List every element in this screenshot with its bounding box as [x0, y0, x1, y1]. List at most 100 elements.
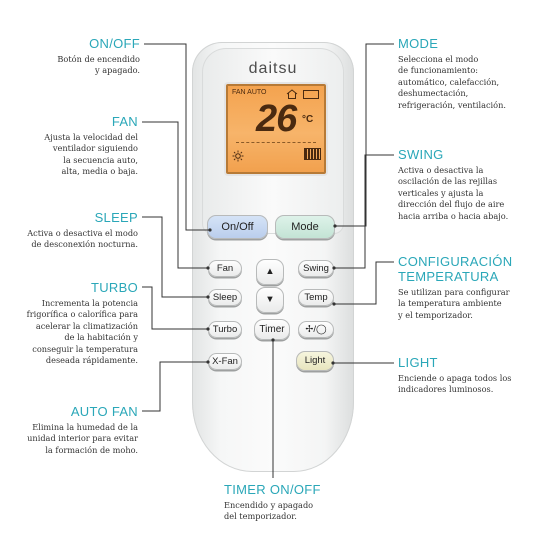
- callout-line: indicadores luminosos.: [398, 384, 494, 395]
- on-off-button[interactable]: On/Off: [207, 215, 268, 239]
- callout-line: Activa o desactiva la: [398, 165, 484, 175]
- callout-description: Activa o desactiva la oscilación de las …: [398, 165, 538, 222]
- mode-button[interactable]: Mode: [275, 215, 335, 239]
- timer-button[interactable]: Timer: [254, 319, 290, 340]
- battery-icon: [304, 148, 321, 160]
- sleep-button[interactable]: Sleep: [208, 289, 242, 306]
- callout-mode: MODE Selecciona el modo de funcionamient…: [398, 36, 538, 111]
- callout-line: del temporizador.: [224, 511, 297, 522]
- brand-logo: daitsu: [248, 60, 298, 77]
- callout-line: de desconexión nocturna.: [31, 239, 138, 250]
- callout-line: Ajusta la velocidad del: [44, 132, 138, 142]
- fan-light-icon: ✢/◯: [305, 324, 327, 335]
- turbo-button[interactable]: Turbo: [208, 321, 242, 338]
- button-label: Turbo: [212, 324, 238, 335]
- arrow-down-icon: ▼: [265, 294, 275, 305]
- callout-title: FAN: [111, 114, 138, 129]
- x-fan-button[interactable]: X-Fan: [208, 353, 242, 370]
- callout-title: AUTO FAN: [70, 404, 138, 419]
- callout-line: acelerar la climatización: [35, 320, 138, 331]
- callout-line: oscilación de las rejillas: [398, 176, 498, 187]
- callout-fan: FAN Ajusta la velocidad del ventilador s…: [20, 114, 138, 178]
- callout-line: refrigeración, ventilación.: [398, 99, 506, 110]
- leader-auto-fan: [142, 361, 208, 412]
- callout-line: frigorífica o calorífica para: [26, 309, 138, 320]
- callout-description: Incrementa la potencia frigorífica o cal…: [10, 298, 138, 366]
- callout-description: Encendido y apagado del temporizador.: [224, 500, 364, 523]
- callout-description: Elimina la humedad de la unidad interior…: [10, 422, 138, 456]
- callout-line: y apagado.: [95, 65, 140, 76]
- callout-turbo: TURBO Incrementa la potencia frigorífica…: [10, 280, 138, 366]
- callout-light: LIGHT Enciende o apaga todos los indicad…: [398, 355, 538, 396]
- callout-title: CONFIGURACIÓN: [398, 254, 513, 269]
- callout-line: deshumectación,: [398, 88, 469, 99]
- leader-sleep: [142, 216, 208, 298]
- callout-description: Activa o desactiva el modo de desconexió…: [8, 228, 138, 251]
- callout-description: Ajusta la velocidad del ventilador sigui…: [20, 132, 138, 178]
- leader-fan: [142, 121, 208, 269]
- callout-title: ON/OFF: [89, 36, 140, 51]
- button-label: X-Fan: [212, 356, 238, 367]
- leader-on-off: [144, 43, 210, 231]
- house-icon: [286, 89, 298, 99]
- timer-box-icon: [303, 90, 319, 99]
- callout-line: la formación de moho.: [45, 444, 138, 455]
- callout-sleep: SLEEP Activa o desactiva el modo de desc…: [8, 210, 138, 251]
- callout-line: Elimina la humedad de la: [32, 422, 138, 432]
- callout-line: verticales y ajusta la: [398, 187, 484, 198]
- leader-turbo: [142, 286, 208, 330]
- light-button[interactable]: Light: [296, 351, 334, 371]
- callout-title: MODE: [398, 36, 439, 51]
- swing-button[interactable]: Swing: [298, 260, 334, 277]
- callout-description: Botón de encendido y apagado.: [20, 54, 140, 77]
- callout-title: SWING: [398, 147, 444, 162]
- callout-line: Selecciona el modo: [398, 54, 479, 64]
- callout-line: unidad interior para evitar: [27, 433, 138, 444]
- arrow-up-icon: ▲: [265, 266, 275, 277]
- remote-control: daitsu FAN AUTO 26 °C On/Off Mode Fan Sl…: [192, 42, 354, 472]
- lcd-display: FAN AUTO 26 °C: [226, 84, 326, 174]
- callout-description: Selecciona el modo de funcionamiento: au…: [398, 54, 538, 111]
- callout-title: TIMER ON/OFF: [224, 482, 321, 497]
- button-label: Temp: [304, 292, 328, 303]
- callout-line: ventilador siguiendo: [52, 143, 138, 154]
- leader-config-temp: [334, 261, 394, 305]
- callout-line: y el temporizador.: [398, 309, 473, 320]
- callout-line: automático, calefacción,: [398, 76, 500, 87]
- fan-button[interactable]: Fan: [208, 260, 242, 277]
- fan-light-toggle-button[interactable]: ✢/◯: [298, 321, 334, 338]
- temp-down-button[interactable]: ▼: [256, 287, 284, 313]
- button-label: Fan: [216, 263, 234, 274]
- lcd-mode-text: FAN AUTO: [232, 89, 267, 96]
- callout-line: Encendido y apagado: [224, 500, 314, 510]
- callout-auto-fan: AUTO FAN Elimina la humedad de la unidad…: [10, 404, 138, 456]
- callout-title: TEMPERATURA: [398, 269, 499, 284]
- temp-button[interactable]: Temp: [298, 289, 334, 306]
- button-label: Light: [304, 355, 326, 366]
- button-label: On/Off: [221, 221, 254, 233]
- callout-swing: SWING Activa o desactiva la oscilación d…: [398, 147, 538, 222]
- callout-line: de la habitación y: [64, 332, 138, 343]
- callout-on-off: ON/OFF Botón de encendido y apagado.: [20, 36, 140, 77]
- sun-icon: [232, 150, 244, 162]
- callout-line: dirección del flujo de aire: [398, 199, 505, 210]
- callout-line: de funcionamiento:: [398, 65, 479, 76]
- callout-line: alta, media o baja.: [61, 166, 138, 177]
- temp-up-button[interactable]: ▲: [256, 259, 284, 285]
- callout-line: deseada rápidamente.: [45, 355, 138, 366]
- callout-configuracion-temperatura: CONFIGURACIÓN TEMPERATURA Se utilizan pa…: [398, 254, 543, 321]
- callout-line: Enciende o apaga todos los: [398, 373, 512, 383]
- callout-line: conseguir la temperatura: [32, 343, 138, 354]
- callout-title: TURBO: [91, 280, 138, 295]
- lcd-unit: °C: [302, 114, 314, 125]
- button-label: Timer: [259, 324, 285, 335]
- leader-swing: [334, 154, 394, 269]
- callout-line: hacia arriba o hacia abajo.: [398, 210, 509, 221]
- button-label: Sleep: [212, 292, 238, 303]
- button-label: Swing: [303, 263, 329, 274]
- callout-title: LIGHT: [398, 355, 438, 370]
- callout-line: la secuencia auto,: [63, 154, 138, 165]
- callout-line: Activa o desactiva el modo: [27, 228, 138, 238]
